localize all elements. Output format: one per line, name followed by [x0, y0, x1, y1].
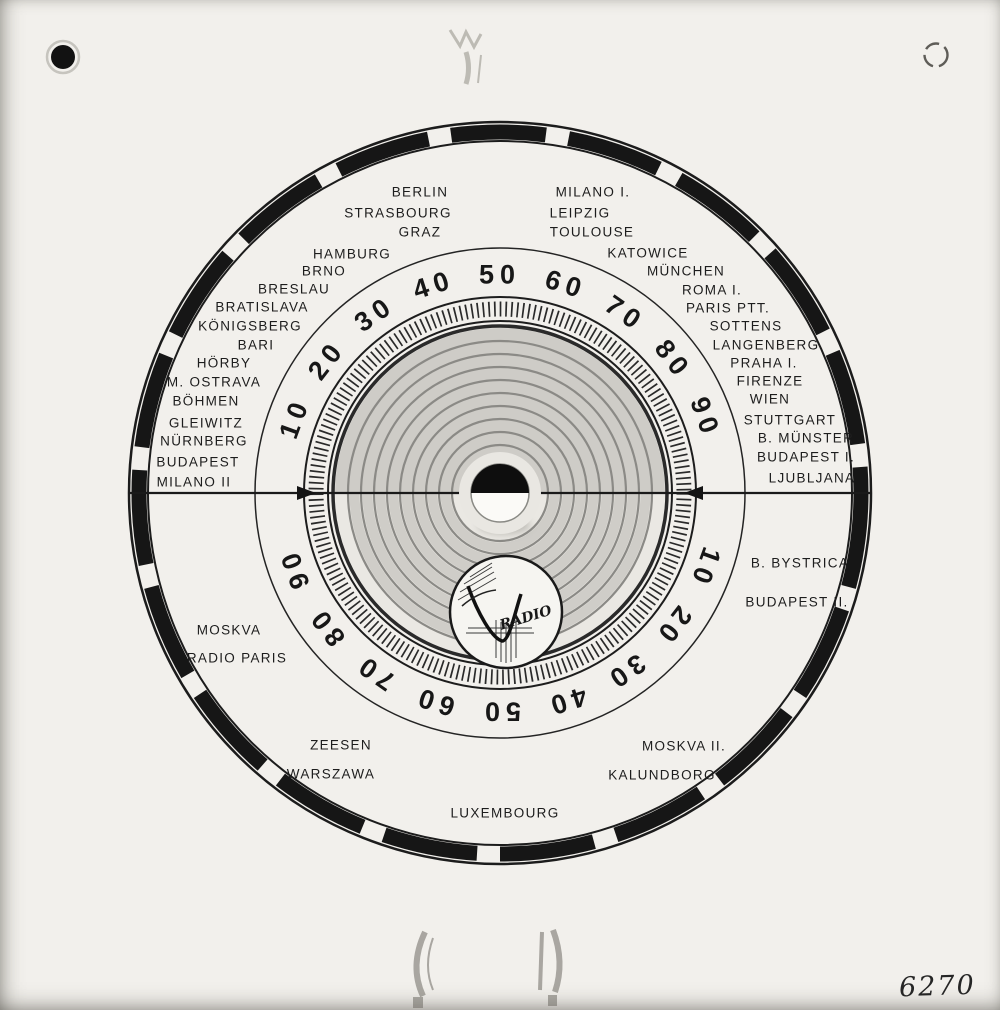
logo-circle: RADIO [448, 554, 564, 670]
scan-smudge-top [448, 28, 483, 85]
scan-smudge-bottom [413, 928, 563, 1008]
catalog-number: 6270 [898, 969, 977, 1004]
logo-flourish [461, 589, 497, 607]
punch-hole-left-ring [45, 39, 81, 75]
punch-hole-left [51, 45, 75, 69]
punch-hole-right [923, 42, 949, 68]
center-hub [459, 452, 541, 534]
pointer-left [297, 486, 316, 500]
logo-swoosh [466, 585, 523, 643]
pointer-right [684, 486, 703, 500]
